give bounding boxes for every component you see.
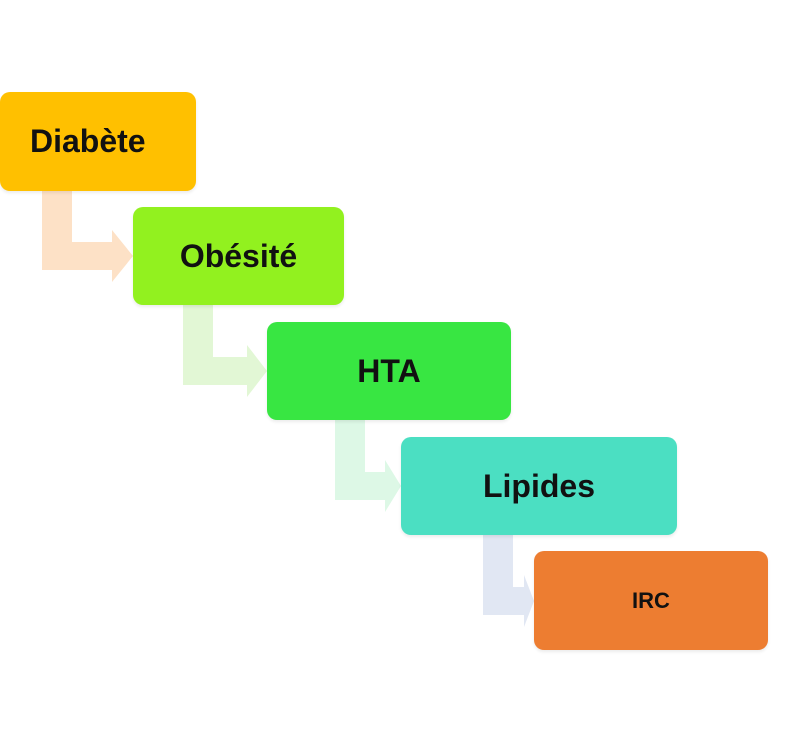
connector-arrow-1 [42, 191, 133, 282]
step-label: Diabète [30, 123, 146, 159]
step-hta: HTA [267, 322, 511, 420]
step-irc: IRC [534, 551, 768, 650]
step-obesite: Obésité [133, 207, 344, 305]
step-lipides: Lipides [401, 437, 677, 535]
connector-arrow-4 [483, 535, 534, 627]
step-label: Lipides [482, 467, 595, 504]
step-label: IRC [632, 587, 670, 613]
step-label: HTA [357, 352, 421, 389]
step-label: Obésité [179, 237, 298, 274]
connector-arrow-2 [183, 305, 267, 397]
connector-arrow-3 [335, 420, 401, 512]
step-diabete: Diabète [0, 92, 196, 191]
